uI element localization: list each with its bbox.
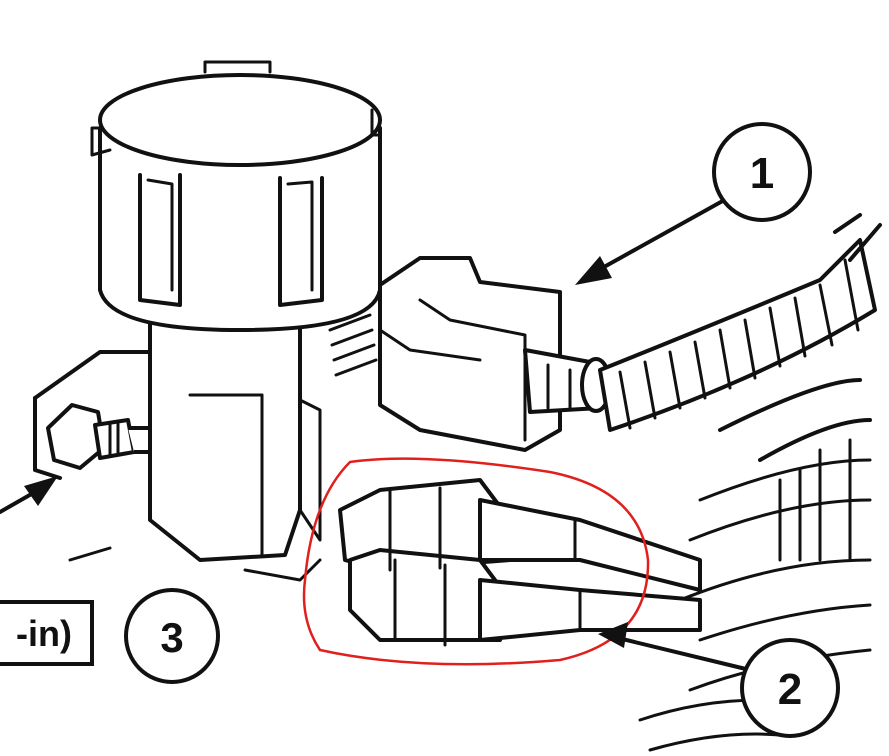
vacuum-port [328, 313, 378, 377]
arrow-icon [0, 476, 58, 514]
callout-3-label: 3 [160, 614, 183, 661]
mounting-bracket [33, 350, 152, 562]
callout-2: 2 [740, 638, 840, 738]
solenoid-body [148, 298, 322, 582]
torque-label-text: -in) [16, 613, 72, 654]
highlight-circle [302, 457, 650, 666]
wiring-harness-upper [598, 213, 882, 432]
electrical-connector [378, 256, 612, 452]
wiring-harness-right [638, 378, 872, 752]
callout-3: 3 [124, 588, 220, 684]
arrow-icon [598, 622, 752, 672]
vacuum-hoses [338, 478, 702, 647]
solenoid-canister [90, 60, 382, 332]
callout-1: 1 [712, 122, 812, 222]
arrow-icon [575, 196, 730, 285]
callout-2-label: 2 [778, 665, 802, 714]
torque-label-box: -in) [0, 600, 94, 666]
callout-1-label: 1 [750, 149, 774, 198]
